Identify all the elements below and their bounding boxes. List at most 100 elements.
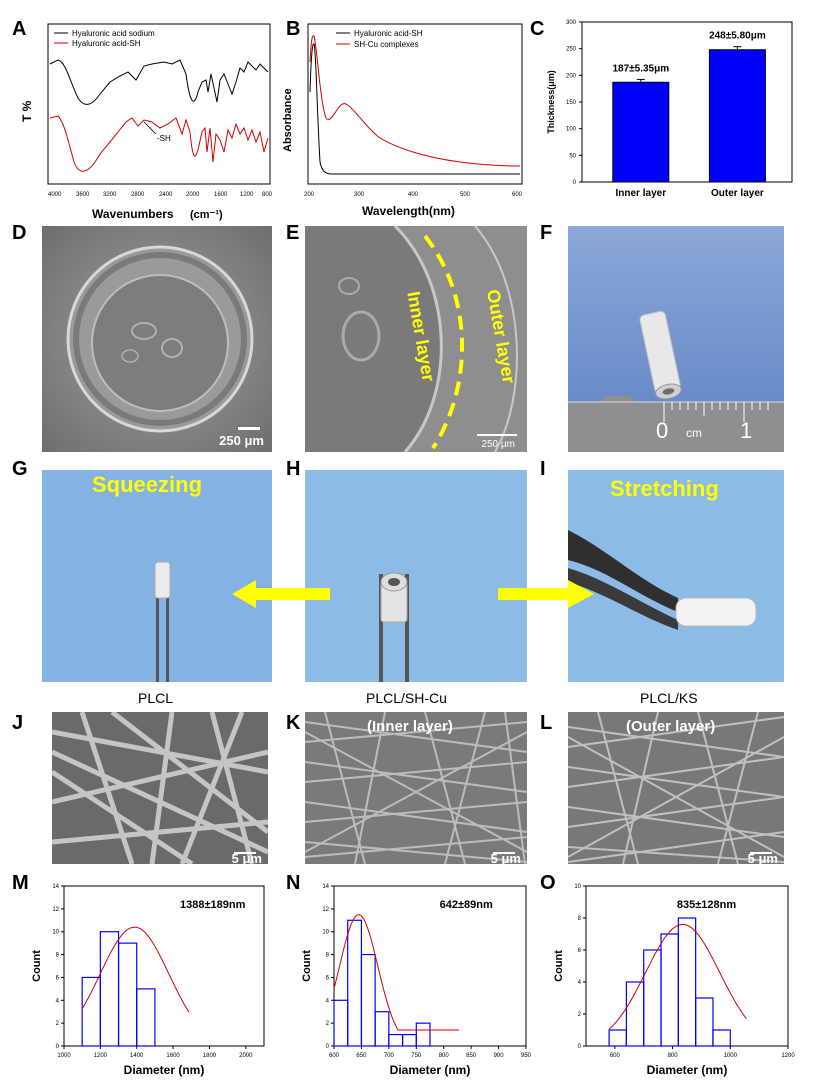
x-tick-label: 800 — [668, 1053, 679, 1059]
y-tick-label: 200 — [566, 73, 577, 79]
sem-cross-section-image: 250 μm — [42, 226, 272, 452]
ftir-tick-5: 2000 — [186, 192, 200, 198]
uv-curve-ha-sh — [309, 43, 520, 175]
fiber-sem-outer: (Outer layer) 5 μm — [568, 712, 784, 864]
left-arrow-icon — [232, 580, 330, 608]
x-tick-label: 1800 — [203, 1053, 217, 1059]
squeezing-photo: Squeezing — [42, 470, 272, 682]
ruler-unit: cm — [686, 426, 702, 440]
ruler-zero: 0 — [656, 418, 669, 443]
right-arrow-icon — [498, 580, 594, 608]
fiber-drawing-outer — [568, 712, 784, 864]
panel-label-b: B — [286, 18, 301, 40]
histogram-bar — [117, 942, 138, 1047]
x-tick-label: 600 — [610, 1053, 621, 1059]
histogram-frame — [333, 885, 527, 1047]
uv-x-ticks: 200 300 400 500 600 — [304, 192, 523, 198]
bar-value-label: 248±5.80μm — [709, 31, 766, 42]
histogram-bar — [388, 1033, 404, 1047]
ftir-tick-4: 2400 — [159, 192, 173, 198]
histogram-ylabel: Count — [301, 950, 313, 982]
y-tick-label: 0 — [56, 1044, 60, 1050]
histogram-xlabel: Diameter (nm) — [390, 1063, 471, 1077]
histogram-bar — [415, 1022, 431, 1047]
panel-label-f: F — [540, 222, 553, 244]
panel-label-c: C — [530, 18, 545, 40]
histogram-bar — [695, 997, 714, 1047]
stretching-drawing — [568, 530, 757, 630]
x-tick-label: 800 — [439, 1053, 450, 1059]
scale-label: 250 μm — [219, 433, 264, 448]
panel-label-m: M — [12, 872, 29, 894]
y-tick-label: 8 — [56, 953, 60, 959]
ftir-xlabel-unit: (cm⁻¹) — [190, 209, 223, 221]
row-label-plcl-ks: PLCL/KS — [640, 690, 698, 706]
x-tick-label: 900 — [494, 1053, 505, 1059]
ftir-xlabel: Wavenumbers — [92, 207, 174, 221]
panel-label-h: H — [286, 458, 301, 480]
ftir-tick-7: 1200 — [240, 192, 254, 198]
category-label: Outer layer — [711, 188, 764, 199]
y-tick-label: 100 — [566, 127, 577, 133]
uv-tick-4: 600 — [512, 192, 523, 198]
x-tick-label: 1400 — [130, 1053, 144, 1059]
y-tick-label: 10 — [52, 930, 59, 936]
histogram-bar — [99, 931, 120, 1047]
legend-text-sodium: Hyaluronic acid sodium — [72, 29, 155, 38]
x-tick-label: 1200 — [94, 1053, 108, 1059]
y-tick-label: 250 — [566, 47, 577, 53]
panel-label-k: K — [286, 712, 301, 734]
y-tick-label: 14 — [52, 884, 59, 890]
scale-bar — [234, 852, 256, 854]
ftir-tick-6: 1600 — [214, 192, 228, 198]
uv-tick-3: 500 — [460, 192, 471, 198]
x-tick-label: 1600 — [166, 1053, 180, 1059]
diameter-annotation: 642±89nm — [440, 899, 493, 911]
y-tick-label: 50 — [569, 153, 576, 159]
diameter-annotation: 1388±189nm — [180, 899, 246, 911]
ftir-curve-sodium — [49, 59, 269, 105]
y-tick-label: 2 — [326, 1021, 330, 1027]
histogram-bar — [81, 976, 101, 1047]
ftir-x-ticks: 4000 3600 3200 2800 2400 2000 1600 1200 … — [48, 192, 273, 198]
ftir-axes-frame — [47, 23, 271, 185]
scale-label: 5 μm — [490, 851, 521, 864]
y-tick-label: 6 — [578, 948, 582, 954]
ruler-one: 1 — [740, 418, 753, 443]
histogram-bar — [712, 1029, 731, 1047]
scale-bar — [750, 852, 772, 854]
panel-label-j: J — [12, 712, 24, 734]
ftir-tick-1: 3600 — [76, 192, 90, 198]
y-tick-label: 0 — [573, 180, 577, 186]
legend-text-sh: Hyaluronic acid-SH — [72, 39, 141, 48]
panel-label-g: G — [12, 458, 28, 480]
y-tick-label: 300 — [566, 20, 577, 26]
scale-bar — [477, 434, 517, 436]
panel-label-n: N — [286, 872, 301, 894]
y-tick-label: 6 — [326, 975, 330, 981]
stretching-caption: Stretching — [610, 476, 719, 501]
y-tick-label: 4 — [578, 980, 582, 986]
scale-bar — [238, 427, 260, 430]
uv-ylabel: Absorbance — [282, 88, 294, 152]
histogram-bar — [136, 988, 156, 1047]
y-tick-label: 12 — [52, 907, 59, 913]
gaussian-fit-curve — [81, 926, 190, 1013]
histogram-bar — [333, 999, 349, 1047]
histogram-ylabel: Count — [553, 950, 565, 982]
fiber-sem-plcl: 5 μm — [52, 712, 268, 864]
x-tick-label: 750 — [411, 1053, 422, 1059]
uv-xlabel: Wavelength(nm) — [362, 204, 455, 218]
sh-annotation: -SH — [157, 134, 171, 143]
ftir-spectrum-plot: Hyaluronic acid sodium Hyaluronic acid-S… — [47, 23, 273, 221]
sem-tube-drawing — [42, 226, 272, 452]
panel-label-d: D — [12, 222, 27, 244]
y-tick-label: 4 — [326, 998, 330, 1004]
histogram-bar — [677, 917, 697, 1047]
x-tick-label: 1000 — [57, 1053, 71, 1059]
tube-held-photo — [305, 470, 527, 682]
